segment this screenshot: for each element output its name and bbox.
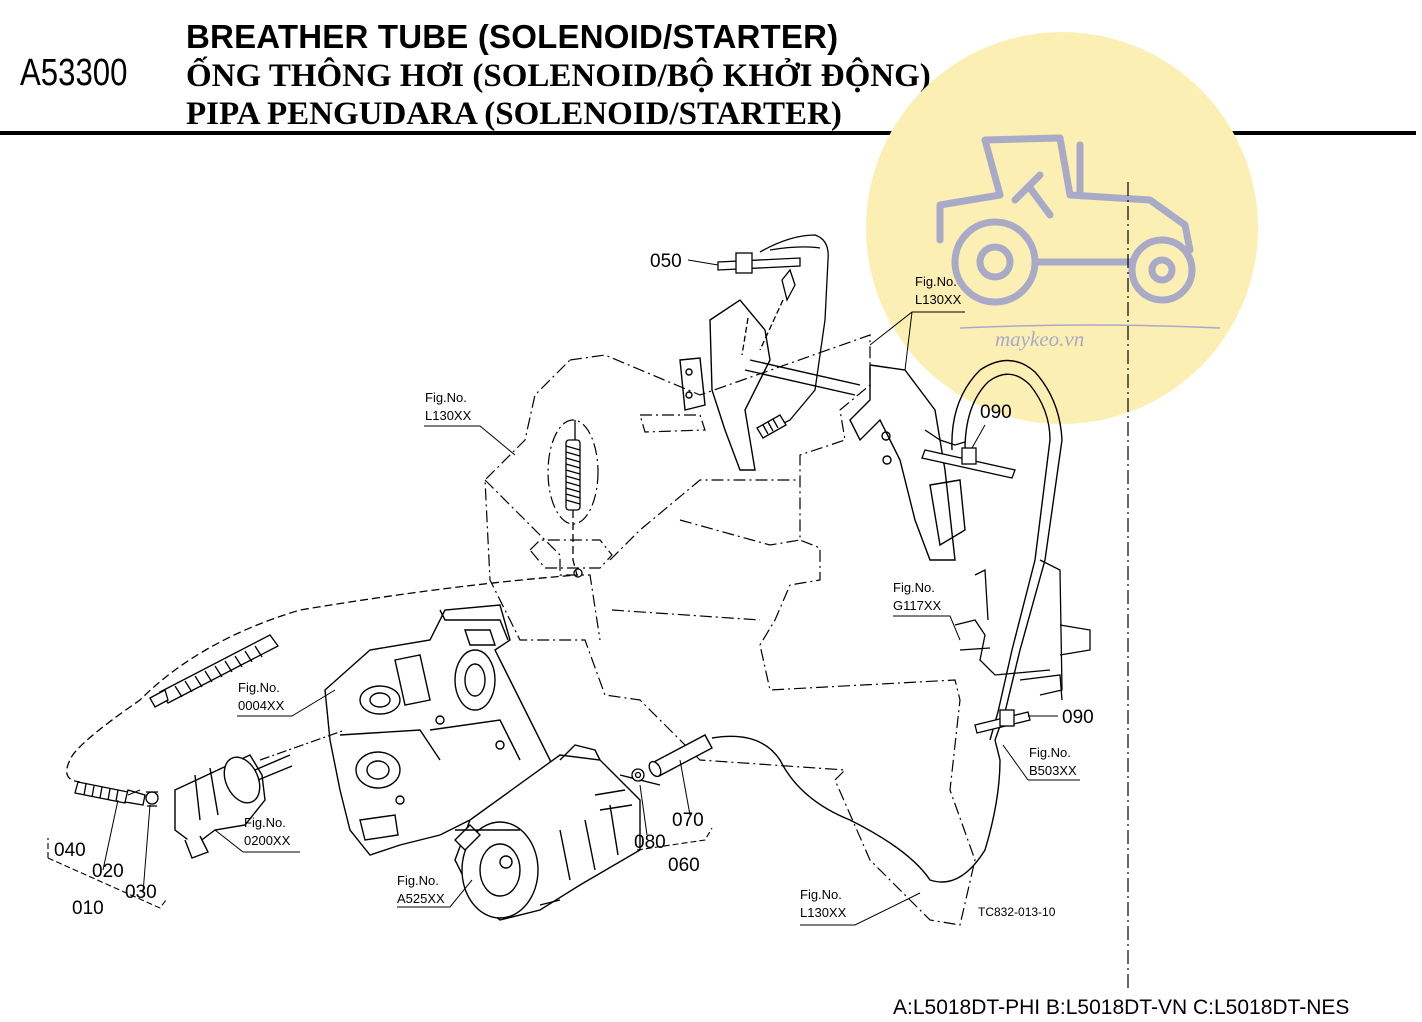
watermark-circle — [866, 32, 1258, 424]
cover-panel-phantom — [484, 334, 976, 926]
label-070: 070 — [672, 810, 704, 831]
fig-ref-g117-line2: G117XX — [893, 598, 942, 613]
clamp-090-right — [974, 709, 1031, 734]
fig-ref-l130-top-line2: L130XX — [915, 292, 962, 307]
label-090-right: 090 — [1062, 707, 1094, 728]
drawing-reference: TC832-013-10 — [978, 905, 1056, 919]
label-040: 040 — [54, 840, 86, 861]
watermark-underline — [959, 324, 1221, 329]
clamp-090-top — [921, 429, 1016, 479]
leader-lines — [102, 259, 1080, 926]
top-spring — [565, 439, 583, 578]
fitting-080 — [631, 768, 645, 782]
watermark: maykeo.vn — [866, 32, 1258, 424]
fig-ref-b503-line1: Fig.No. — [1029, 745, 1071, 760]
upper-spring — [756, 414, 787, 439]
right-breather-tube — [711, 359, 1063, 883]
engine-block — [324, 604, 556, 856]
fig-ref-0200-line1: Fig.No. — [244, 815, 286, 830]
label-050: 050 — [650, 251, 682, 272]
title-malay: PIPA PENGUDARA (SOLENOID/STARTER) — [186, 96, 842, 132]
tractor-icon — [936, 134, 1196, 306]
title-english: BREATHER TUBE (SOLENOID/STARTER) — [186, 18, 839, 55]
starter-motor — [454, 744, 661, 921]
fig-ref-b503-line2: B503XX — [1029, 763, 1077, 778]
fig-ref-a525-line1: Fig.No. — [397, 873, 439, 888]
diagram-code: A53300 — [20, 52, 128, 94]
short-tube — [648, 734, 713, 778]
fig-ref-l130-bottom-line2: L130XX — [800, 905, 847, 920]
fig-ref-l130-bottom-line1: Fig.No. — [800, 887, 842, 902]
label-060: 060 — [668, 855, 700, 876]
title-vietnamese: ỐNG THÔNG HƠI (SOLENOID/BỘ KHỞI ĐỘNG) — [186, 58, 931, 94]
fig-ref-g117-line1: Fig.No. — [893, 580, 935, 595]
header-rule — [0, 131, 1416, 135]
label-020: 020 — [92, 861, 124, 882]
breather-tube-route — [66, 510, 578, 783]
group-brackets — [47, 827, 713, 909]
watermark-text: maykeo.vn — [995, 327, 1084, 351]
solenoid — [174, 754, 293, 859]
fig-ref-0200-line2: 0200XX — [244, 833, 291, 848]
fig-ref-0004-line2: 0004XX — [238, 698, 285, 713]
clamp-050 — [717, 234, 829, 431]
side-bracket — [954, 559, 1091, 701]
label-080: 080 — [634, 832, 666, 853]
fig-ref-0004-line1: Fig.No. — [238, 680, 280, 695]
fig-ref-a525-line2: A525XX — [397, 891, 445, 906]
frame-bracket — [679, 299, 966, 561]
fig-ref-l130-left-line1: Fig.No. — [425, 390, 467, 405]
label-090-top: 090 — [980, 402, 1012, 423]
label-010: 010 — [72, 898, 104, 919]
model-list: A:L5018DT-PHI B:L5018DT-VN C:L5018DT-NES — [893, 996, 1350, 1019]
solenoid-rod — [259, 729, 346, 761]
label-030: 030 — [125, 882, 157, 903]
long-spring — [149, 634, 279, 708]
fig-ref-l130-top-line1: Fig.No. — [915, 274, 957, 289]
fig-ref-l130-left-line2: L130XX — [425, 408, 472, 423]
lower-left-spring — [74, 781, 159, 807]
